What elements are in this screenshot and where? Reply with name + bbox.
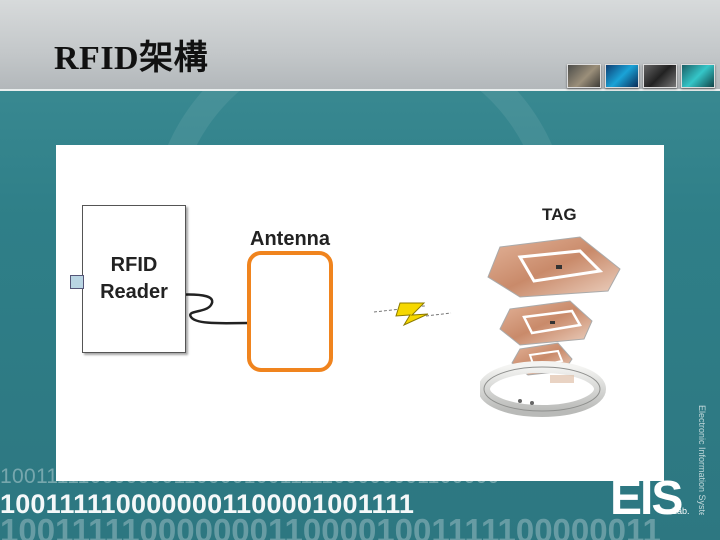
reader-label: RFID Reader (83, 252, 185, 306)
wristband-tag-icon (480, 361, 606, 417)
lab-logo: EIS (610, 472, 683, 525)
decorative-thumbnails (567, 64, 715, 88)
side-caption: Electronic Information Systems Lab (697, 405, 707, 515)
reader-antenna-cable (173, 293, 249, 325)
diagram-panel: RFID Reader Antenna TAG (56, 145, 664, 481)
antenna-loop (247, 251, 333, 372)
header-divider (0, 89, 720, 91)
thumbnail-image (681, 64, 715, 88)
reader-port-icon (70, 275, 84, 289)
thumbnail-image (643, 64, 677, 88)
thumbnail-image (605, 64, 639, 88)
binary-text-row: 1001111100000001100001001111100000011 (0, 512, 661, 540)
large-tag-icon (487, 236, 621, 298)
lab-logo-sub: Lab. (672, 506, 690, 516)
thumbnail-image (567, 64, 601, 88)
rfid-reader-box: RFID Reader (82, 205, 186, 353)
rfid-tags-illustration (480, 236, 621, 417)
lightning-bolt-icon (395, 302, 429, 327)
medium-tag-icon (499, 300, 593, 346)
reader-label-line2: Reader (100, 281, 168, 303)
reader-label-line1: RFID (110, 254, 158, 276)
tag-label: TAG (542, 205, 577, 224)
signal-dash-right (425, 312, 452, 317)
binary-text-row: 1001111100000001100001001111 (0, 489, 415, 519)
connection-wires (173, 293, 452, 327)
antenna-label: Antenna (250, 228, 330, 250)
slide-title: RFID架構 (54, 40, 209, 77)
